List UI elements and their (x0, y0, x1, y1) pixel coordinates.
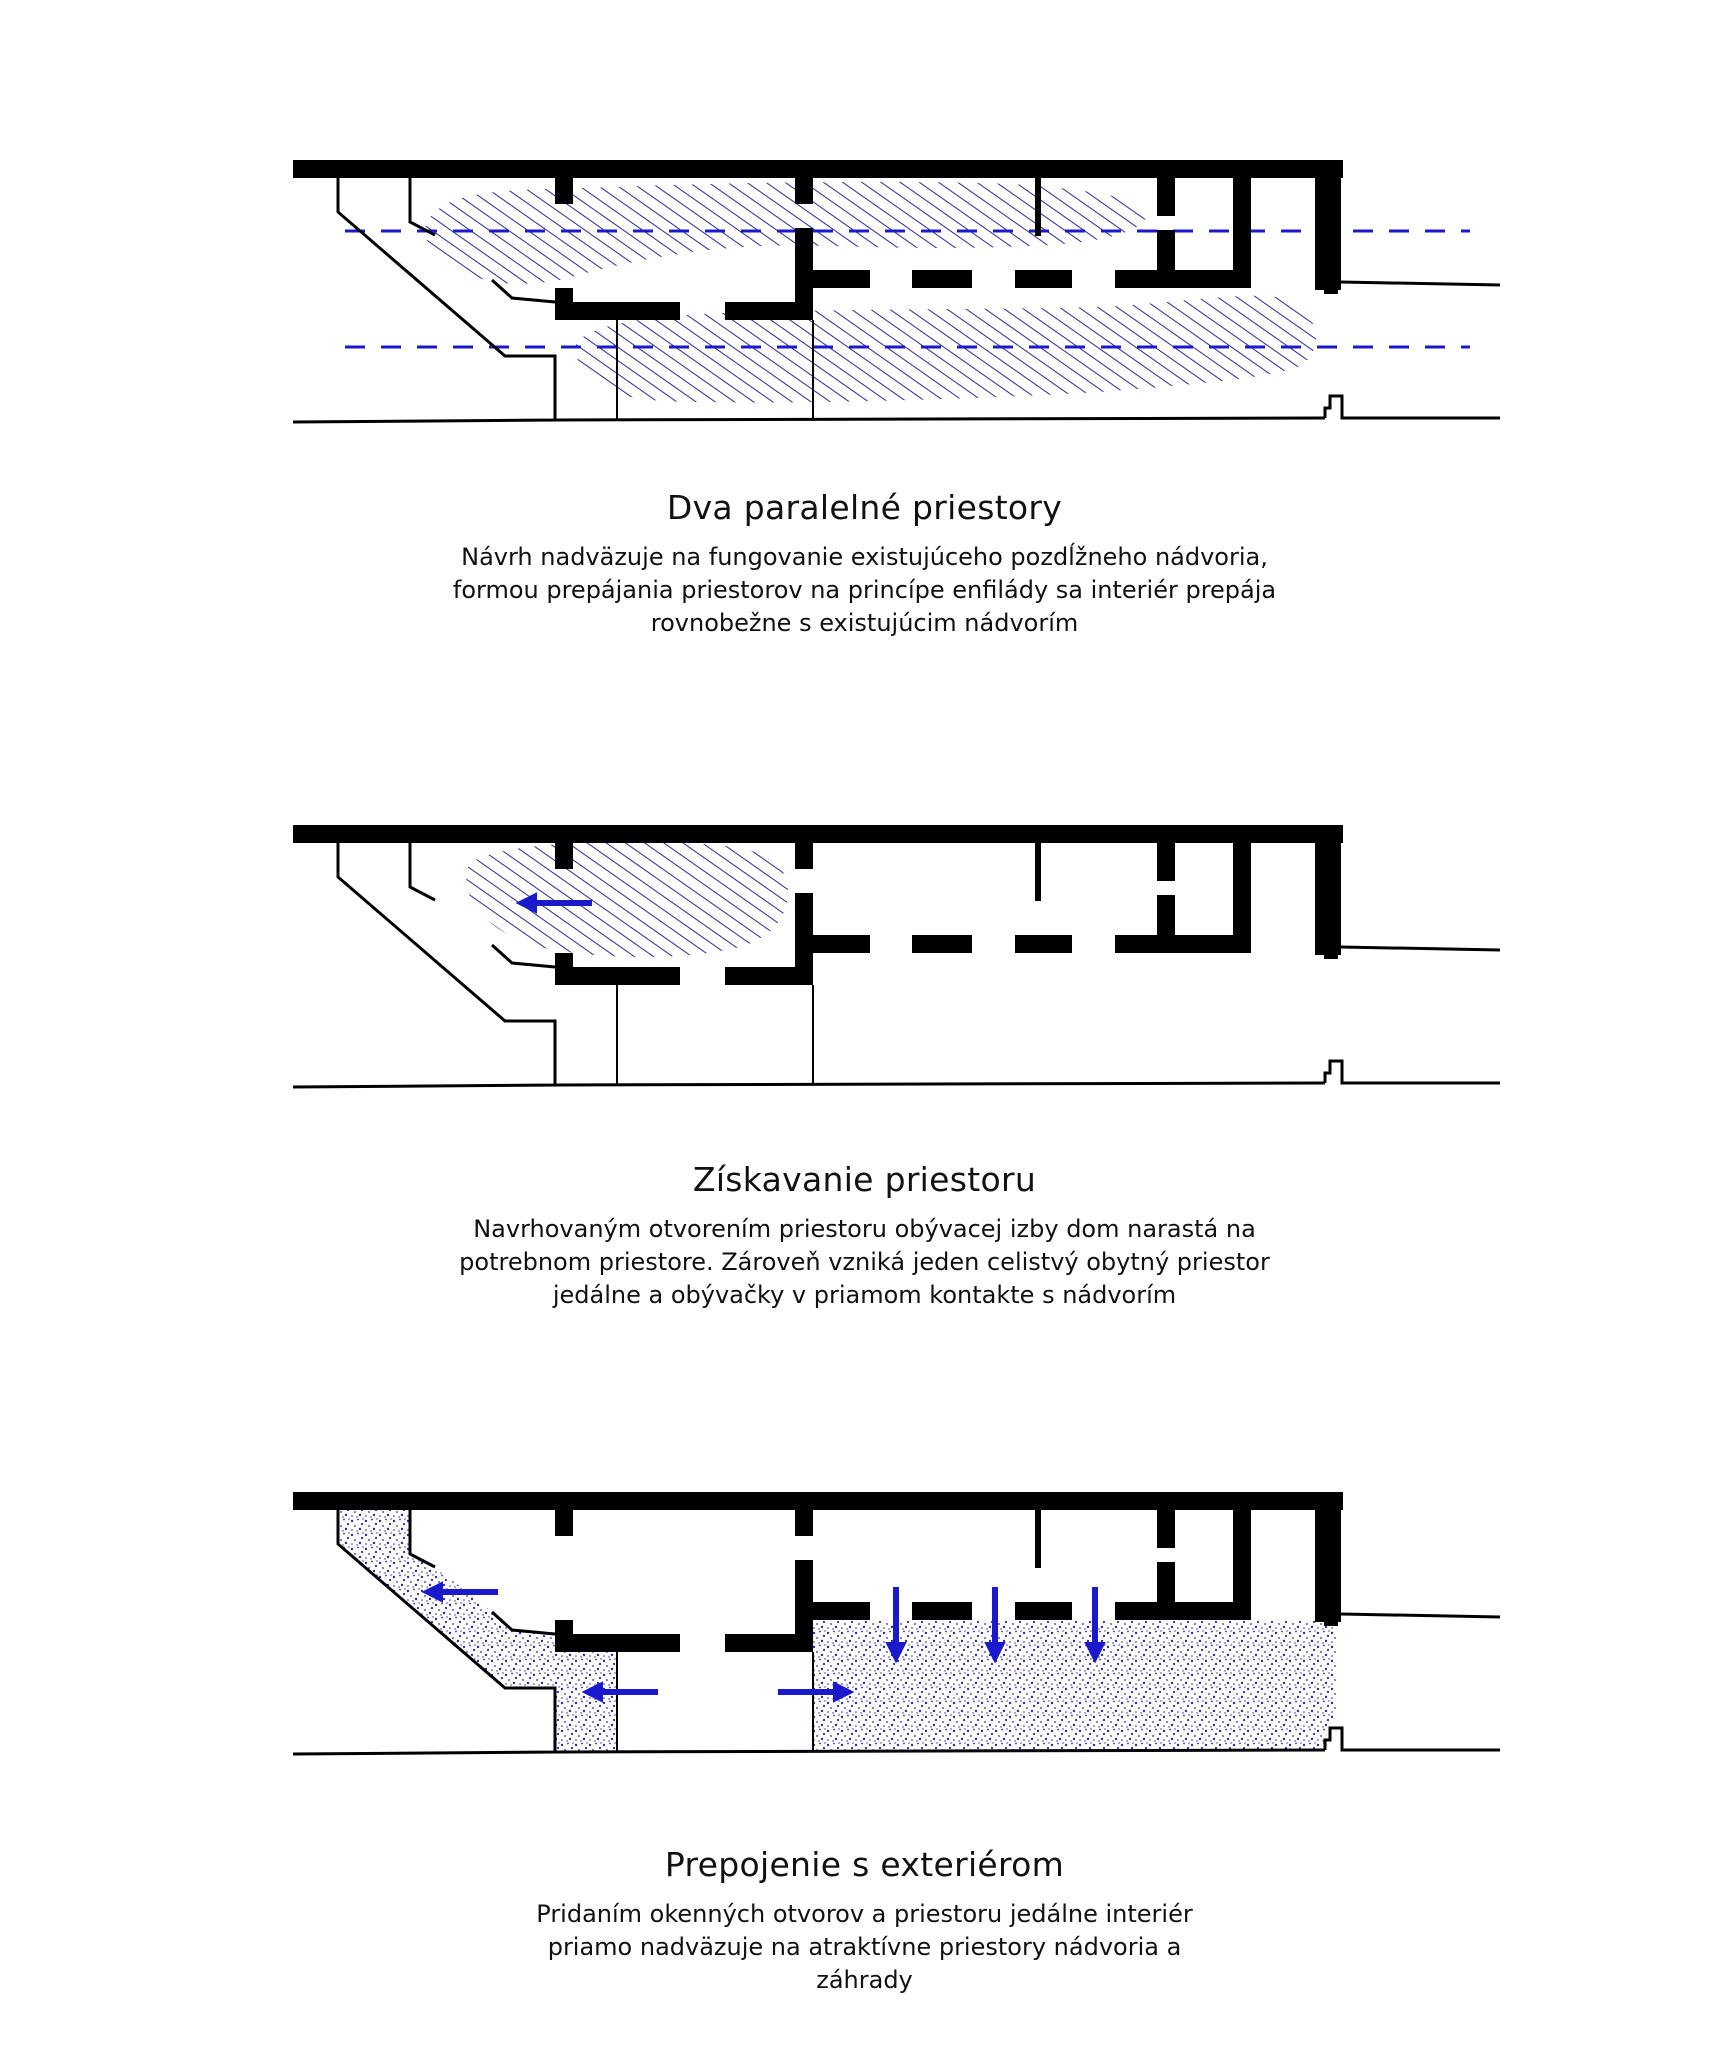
description-line: rovnobežne s existujúcim nádvorím (650, 609, 1079, 637)
floor-plan-3 (292, 1492, 1501, 1756)
description-line: záhrady (816, 1966, 913, 1994)
description-line: formou prepájania priestorov na princípe… (452, 576, 1277, 604)
floor-plan-2 (292, 825, 1501, 1089)
opening-arrows (421, 1581, 1106, 1703)
building-walls (293, 1492, 1343, 1652)
caption-gaining-space: Získavanie priestoru Navrhovaným otvoren… (0, 1160, 1729, 1312)
building-walls (293, 160, 1343, 320)
description-line: priamo nadväzuje na atraktívne priestory… (547, 1933, 1182, 1961)
outline-lines (292, 843, 1501, 1089)
caption-exterior-connection: Prepojenie s exteriérom Pridaním okennýc… (0, 1845, 1729, 1997)
diagram-description: Návrh nadväzuje na fungovanie existujúce… (0, 541, 1729, 640)
description-line: potrebnom priestore. Zároveň vzniká jede… (459, 1248, 1270, 1276)
building-walls (293, 825, 1343, 985)
description-line: Navrhovaným otvorením priestoru obývacej… (473, 1215, 1256, 1243)
description-line: Návrh nadväzuje na fungovanie existujúce… (461, 543, 1268, 571)
description-line: jedálne a obývačky v priamom kontakte s … (552, 1281, 1177, 1309)
floor-plan-1 (292, 160, 1501, 424)
diagram-title: Získavanie priestoru (692, 1160, 1037, 1199)
outline-lines (292, 1510, 1501, 1756)
outline-lines (292, 178, 1501, 424)
diagram-title: Prepojenie s exteriérom (664, 1845, 1065, 1884)
diagram-description: Pridaním okenných otvorov a priestoru je… (0, 1898, 1729, 1997)
description-line: Pridaním okenných otvorov a priestoru je… (536, 1900, 1193, 1928)
hatch-parallel (425, 181, 1317, 403)
stipple-exterior (338, 1510, 1336, 1752)
caption-parallel-spaces: Dva paralelné priestory Návrh nadväzuje … (0, 488, 1729, 640)
diagram-title: Dva paralelné priestory (666, 488, 1063, 527)
hatch-expand (466, 842, 788, 957)
enfilade-axes (345, 229, 1470, 349)
diagram-description: Navrhovaným otvorením priestoru obývacej… (0, 1213, 1729, 1312)
